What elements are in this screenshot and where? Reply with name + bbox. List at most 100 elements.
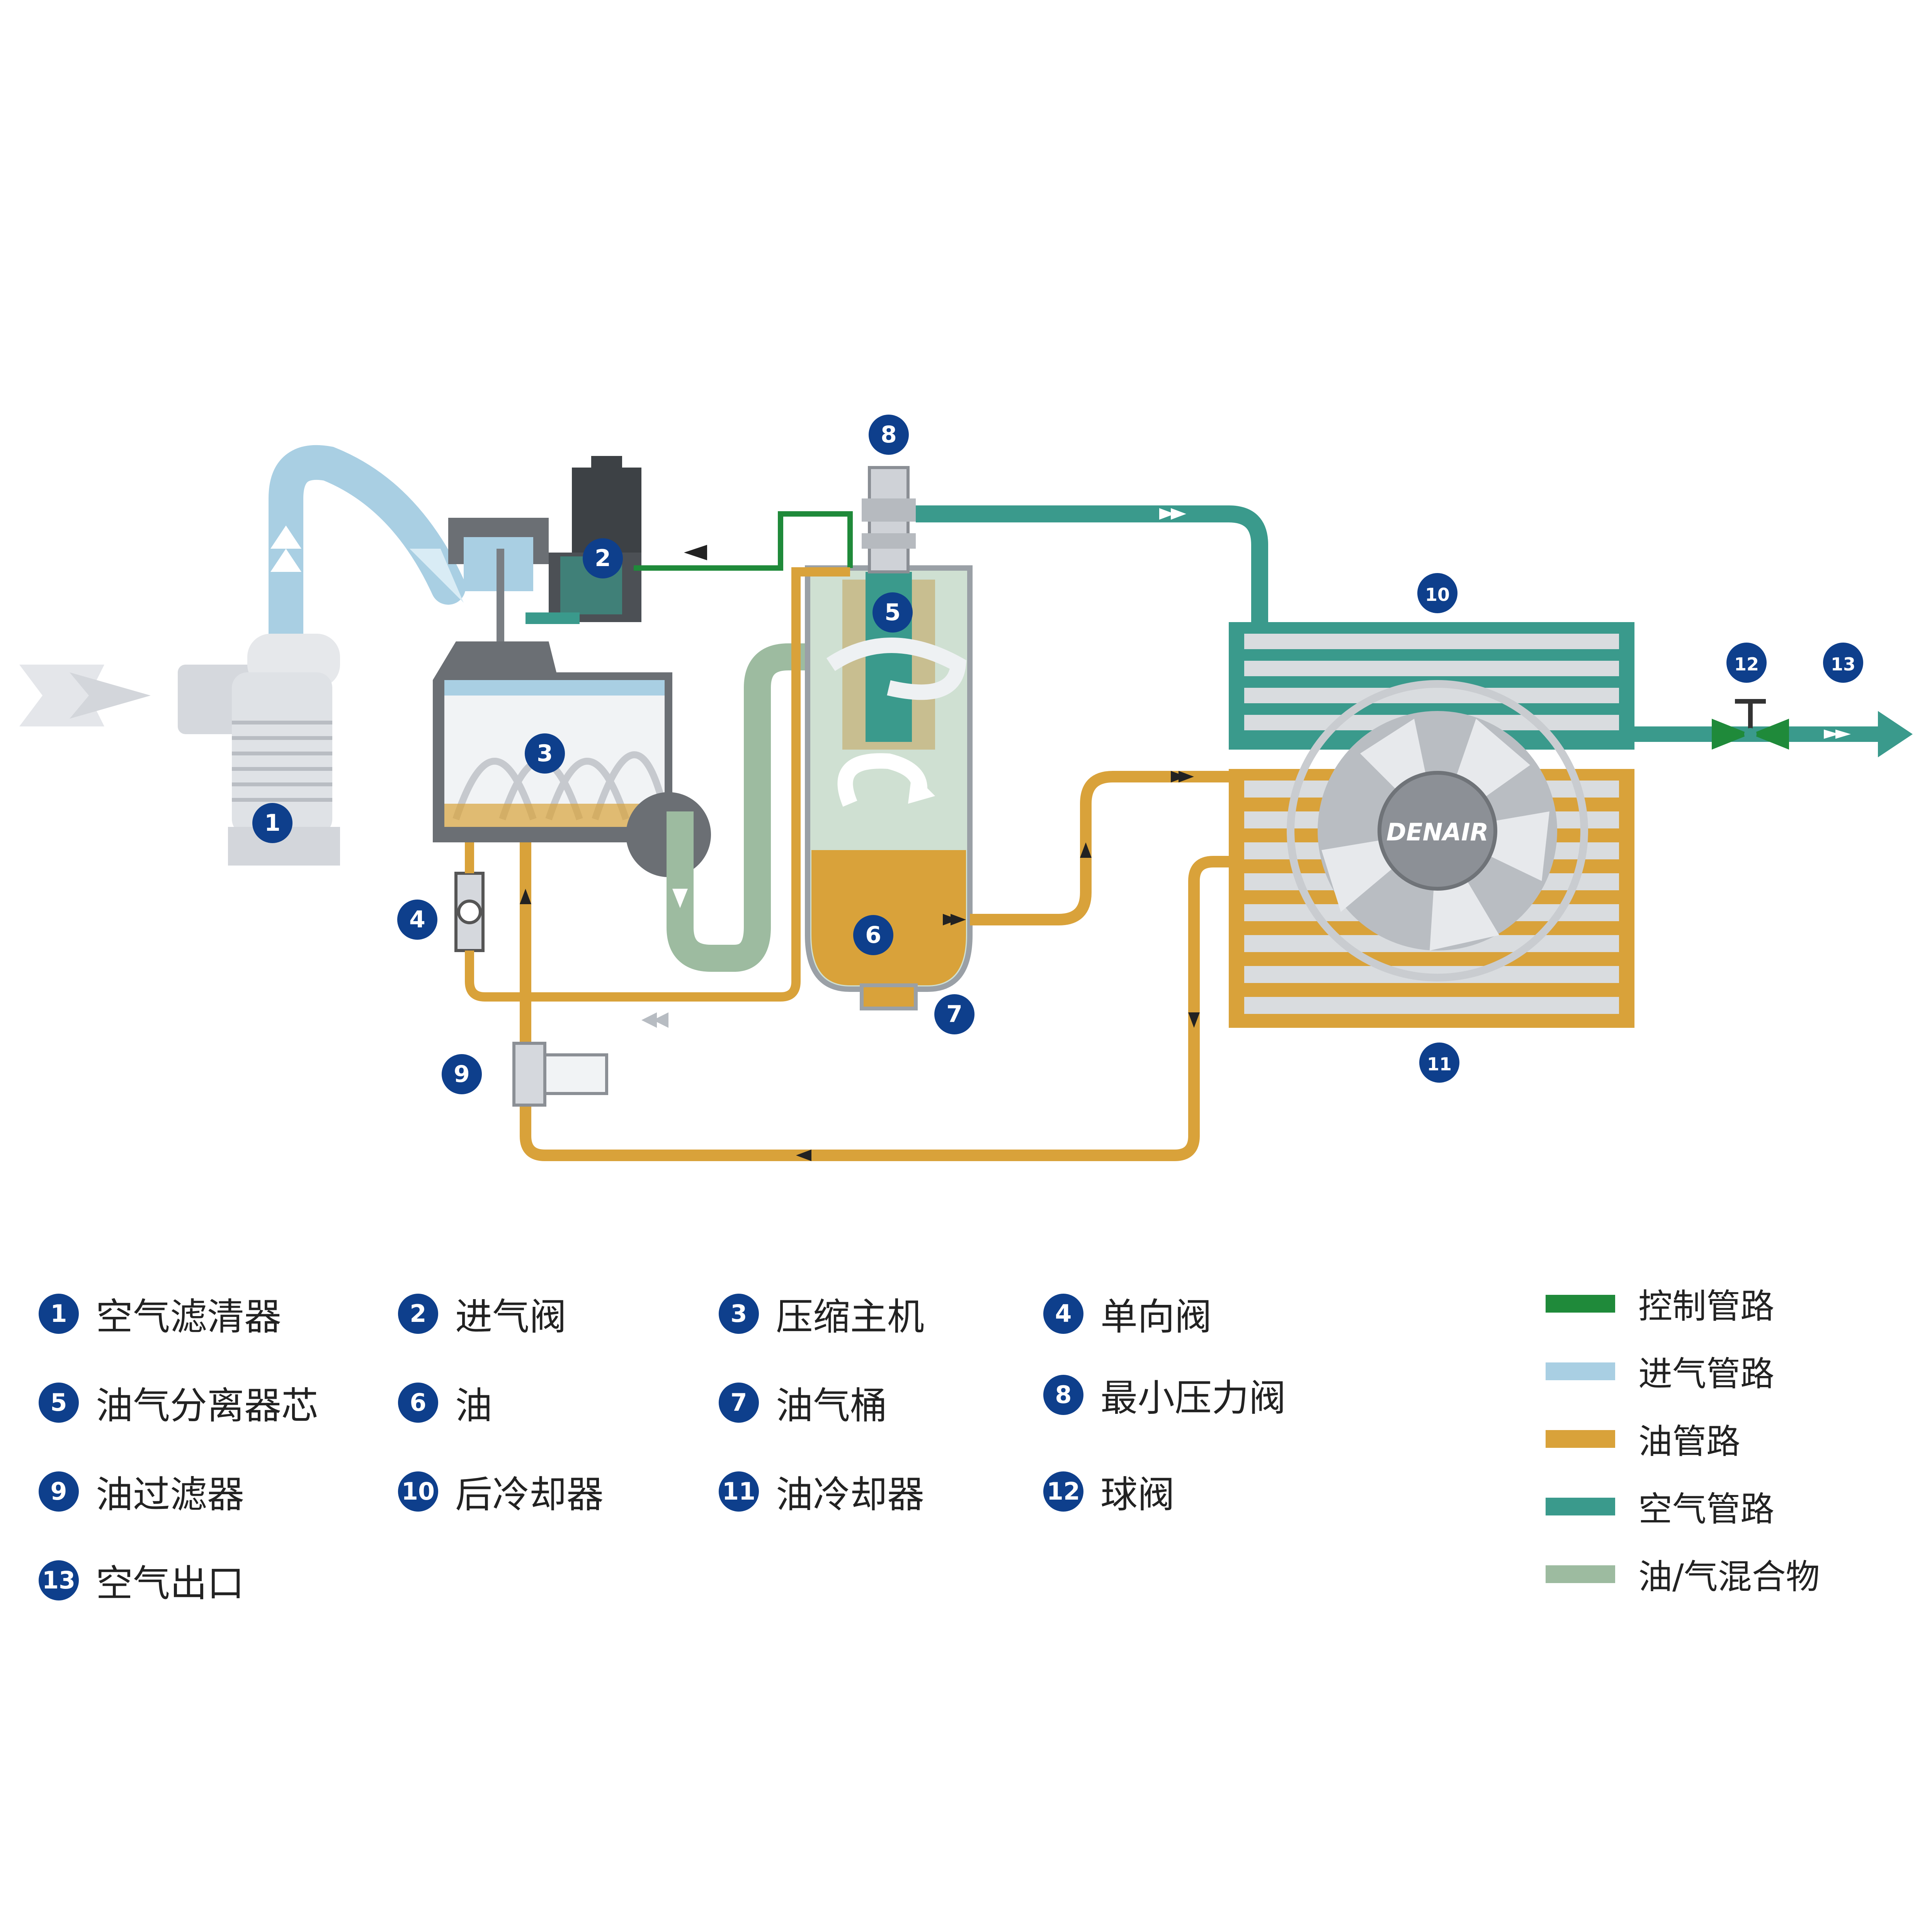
line-legend-mixture: 油/气混合物 bbox=[1546, 1549, 1820, 1599]
svg-text:4: 4 bbox=[409, 906, 425, 933]
control-flow-arrow bbox=[684, 545, 707, 560]
svg-text:13: 13 bbox=[1831, 654, 1855, 675]
legend-badge-6: 6 bbox=[398, 1382, 438, 1423]
intake-arrow-into-valve bbox=[410, 549, 464, 603]
legend-label-11: 油冷却器 bbox=[776, 1473, 924, 1516]
legend-badge-8: 8 bbox=[1043, 1374, 1083, 1415]
badge-6: 6 bbox=[853, 915, 893, 955]
oil-flow-arrows bbox=[520, 771, 1200, 1161]
minimum-pressure-valve bbox=[862, 466, 916, 573]
legend-badge-5: 5 bbox=[39, 1382, 79, 1423]
badge-10: 10 bbox=[1417, 573, 1458, 613]
legend-item-6: 6 油 bbox=[398, 1376, 492, 1429]
legend-item-3: 3 压缩主机 bbox=[719, 1287, 924, 1340]
legend-item-12: 12 球阀 bbox=[1043, 1464, 1175, 1518]
legend-item-11: 11 油冷却器 bbox=[719, 1464, 924, 1518]
svg-text:8: 8 bbox=[881, 421, 897, 448]
legend-label-10: 后冷却器 bbox=[455, 1473, 604, 1516]
badge-2: 2 bbox=[583, 538, 623, 578]
legend-badge-11: 11 bbox=[719, 1471, 759, 1512]
swatch-control bbox=[1546, 1294, 1615, 1313]
badge-8: 8 bbox=[869, 415, 909, 455]
legend-item-7: 7 油气桶 bbox=[719, 1376, 887, 1429]
oil-line-cooler-return bbox=[520, 842, 1229, 1161]
line-label-oil: 油管路 bbox=[1638, 1422, 1741, 1461]
legend-item-4: 4 单向阀 bbox=[1043, 1287, 1212, 1340]
intake-arrow bbox=[19, 665, 151, 726]
legend-badge-10: 10 bbox=[398, 1471, 438, 1512]
control-line bbox=[634, 511, 853, 571]
intake-valve bbox=[448, 456, 641, 665]
air-flow-arrows-top bbox=[1159, 508, 1186, 520]
svg-text:6: 6 bbox=[865, 922, 881, 949]
badge-11: 11 bbox=[1419, 1043, 1459, 1083]
line-label-intake: 进气管路 bbox=[1638, 1354, 1775, 1394]
badge-12: 12 bbox=[1726, 643, 1767, 683]
svg-text:10: 10 bbox=[1425, 584, 1450, 605]
badge-4: 4 bbox=[397, 900, 437, 940]
intake-pipe bbox=[269, 445, 466, 659]
legend-label-7: 油气桶 bbox=[776, 1384, 887, 1427]
legend-badge-3: 3 bbox=[719, 1293, 759, 1334]
line-label-control: 控制管路 bbox=[1638, 1286, 1775, 1326]
mixture-flow-arrows-left bbox=[641, 1012, 668, 1028]
legend-badge-7: 7 bbox=[719, 1382, 759, 1423]
swatch-mixture bbox=[1546, 1565, 1615, 1583]
legend-item-1: 1 空气滤清器 bbox=[39, 1287, 281, 1340]
legend-item-8: 8 最小压力阀 bbox=[1043, 1368, 1286, 1422]
brand-logo: DENAIR bbox=[1386, 818, 1489, 846]
check-valve bbox=[454, 872, 485, 952]
legend-label-4: 单向阀 bbox=[1100, 1295, 1212, 1338]
swatch-oil bbox=[1546, 1430, 1615, 1448]
line-legend-control: 控制管路 bbox=[1546, 1279, 1774, 1328]
legend-item-13: 13 空气出口 bbox=[39, 1553, 244, 1607]
ball-valve bbox=[1712, 699, 1789, 750]
line-legend-oil: 油管路 bbox=[1546, 1414, 1740, 1463]
mixture-flow-arrow bbox=[672, 889, 688, 908]
number-badges: 1 2 3 4 5 6 7 8 9 10 11 12 13 bbox=[252, 415, 1863, 1094]
svg-text:7: 7 bbox=[946, 1001, 963, 1028]
line-legend-air: 空气管路 bbox=[1546, 1482, 1774, 1531]
legend-label-1: 空气滤清器 bbox=[96, 1295, 281, 1338]
air-outlet-arrowhead bbox=[1878, 711, 1913, 757]
air-line-to-aftercooler bbox=[916, 505, 1268, 622]
line-label-air: 空气管路 bbox=[1638, 1489, 1775, 1529]
legend-label-12: 球阀 bbox=[1100, 1473, 1175, 1516]
svg-text:2: 2 bbox=[595, 545, 611, 572]
air-outlet-flow-arrows bbox=[1824, 730, 1851, 739]
legend-item-2: 2 进气阀 bbox=[398, 1287, 566, 1340]
legend-label-2: 进气阀 bbox=[455, 1295, 566, 1338]
mixture-pipe bbox=[667, 643, 850, 972]
legend-badge-2: 2 bbox=[398, 1293, 438, 1334]
line-label-mixture: 油/气混合物 bbox=[1638, 1557, 1820, 1597]
legend-badge-1: 1 bbox=[39, 1293, 79, 1334]
swatch-air bbox=[1546, 1497, 1615, 1515]
legend-label-3: 压缩主机 bbox=[776, 1295, 924, 1338]
air-filter bbox=[178, 634, 340, 866]
legend-label-9: 油过滤器 bbox=[96, 1473, 244, 1516]
legend-label-8: 最小压力阀 bbox=[1100, 1376, 1286, 1420]
legend-badge-13: 13 bbox=[39, 1560, 79, 1600]
legend-label-13: 空气出口 bbox=[96, 1562, 244, 1605]
swatch-intake bbox=[1546, 1362, 1615, 1380]
svg-text:1: 1 bbox=[264, 810, 281, 837]
svg-text:12: 12 bbox=[1734, 654, 1759, 675]
legend-item-5: 5 油气分离器芯 bbox=[39, 1376, 318, 1429]
line-legend-intake: 进气管路 bbox=[1546, 1347, 1774, 1396]
legend-label-5: 油气分离器芯 bbox=[96, 1384, 318, 1427]
badge-3: 3 bbox=[525, 733, 565, 774]
cooling-fan bbox=[1287, 680, 1588, 981]
svg-text:5: 5 bbox=[884, 599, 901, 626]
badge-7: 7 bbox=[934, 994, 975, 1034]
legend-badge-4: 4 bbox=[1043, 1293, 1083, 1334]
legend-label-6: 油 bbox=[455, 1384, 492, 1427]
svg-text:11: 11 bbox=[1427, 1054, 1452, 1075]
intake-flow-arrows bbox=[270, 526, 301, 572]
svg-text:3: 3 bbox=[537, 740, 553, 767]
badge-5: 5 bbox=[872, 592, 913, 633]
svg-text:9: 9 bbox=[454, 1061, 470, 1088]
oil-filter bbox=[512, 1042, 608, 1107]
oil-line-check-valve bbox=[465, 567, 850, 1002]
badge-13: 13 bbox=[1823, 643, 1863, 683]
